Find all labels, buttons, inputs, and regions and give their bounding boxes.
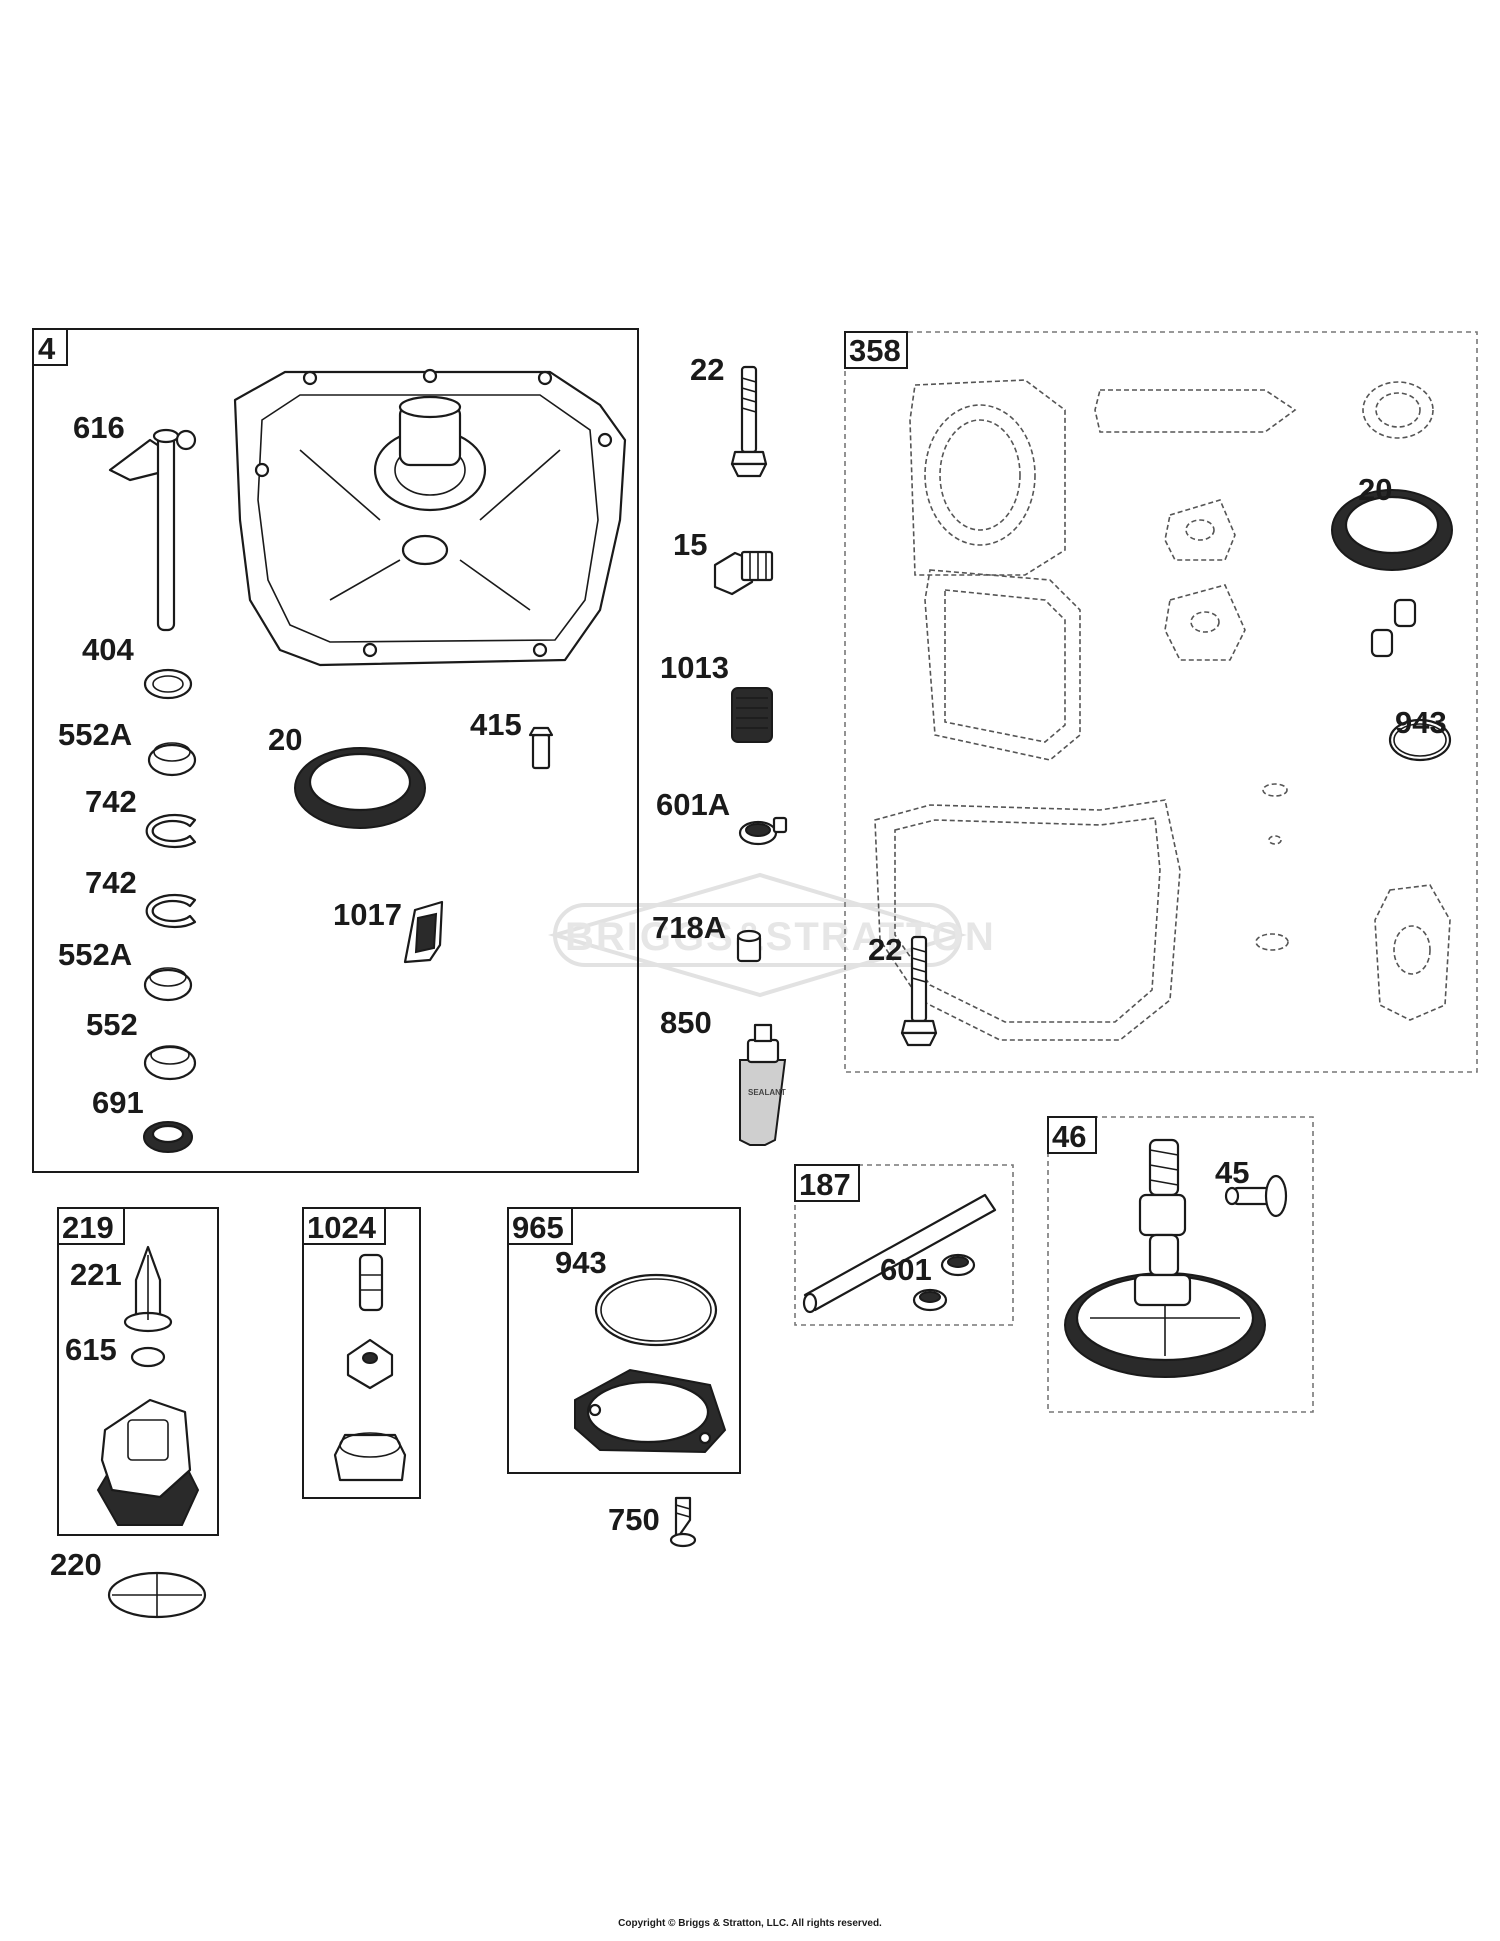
group-1024-tag[interactable] [302, 1207, 386, 1245]
bushing-552a-second-part[interactable] [143, 967, 193, 1002]
group-219-frame [57, 1207, 219, 1536]
clamp-601a-part[interactable] [738, 816, 788, 846]
o-ring-943-part[interactable] [1388, 718, 1452, 762]
group-965-tag[interactable] [507, 1207, 573, 1245]
callout-601[interactable]: 601 [880, 1252, 932, 1287]
callout-691[interactable]: 691 [92, 1085, 144, 1120]
governor-flyweight-220-part[interactable] [107, 1571, 207, 1619]
ring-404-inner [152, 675, 184, 693]
callout-552a-second[interactable]: 552A [58, 937, 132, 972]
group-46-frame [1047, 1116, 1314, 1413]
group-358-label: 358 [849, 333, 901, 368]
governor-gear-part[interactable] [96, 1398, 200, 1526]
callout-552[interactable]: 552 [86, 1007, 138, 1042]
oil-seal-20-part[interactable] [294, 747, 426, 829]
ring-404-part[interactable] [143, 668, 193, 700]
vent-1017-part[interactable] [403, 900, 444, 964]
compression-release-45-part[interactable] [1224, 1174, 1288, 1218]
callout-616[interactable]: 616 [73, 410, 125, 445]
gasket-set-part[interactable] [874, 379, 1451, 1041]
washer-615-part[interactable] [130, 1346, 166, 1368]
group-187-label: 187 [799, 1167, 851, 1202]
callout-1013[interactable]: 1013 [660, 650, 729, 685]
group-4-tag[interactable] [32, 328, 68, 366]
callout-404[interactable]: 404 [82, 632, 134, 667]
watermark-logo: BRIGGS&STRATTON [547, 872, 996, 998]
group-219-tag[interactable] [57, 1207, 125, 1245]
clamp-601-part[interactable] [912, 1253, 976, 1312]
oil-pump-set-part[interactable] [333, 1253, 407, 1482]
camshaft-part[interactable] [1064, 1138, 1266, 1378]
callout-1017[interactable]: 1017 [333, 897, 402, 932]
callout-552a[interactable]: 552A [58, 717, 132, 752]
callout-718a[interactable]: 718A [652, 910, 726, 945]
callout-22[interactable]: 22 [690, 352, 724, 387]
seal-691-part[interactable] [143, 1121, 193, 1153]
sealant-tube-850-part[interactable]: SEALANT [739, 1023, 787, 1146]
callout-20-gasket-set[interactable]: 20 [1358, 472, 1392, 507]
spring-1013-part[interactable] [731, 687, 773, 743]
callout-742-second[interactable]: 742 [85, 865, 137, 900]
group-358-frame [844, 331, 1478, 1073]
group-4-label: 4 [38, 331, 56, 366]
plug-415-part[interactable] [528, 726, 554, 770]
bolt-22-part[interactable] [730, 365, 768, 478]
callout-45[interactable]: 45 [1215, 1155, 1249, 1190]
group-965-frame [507, 1207, 741, 1474]
governor-cup-221-part[interactable] [123, 1245, 173, 1333]
screw-750-part[interactable] [669, 1496, 697, 1548]
group-187-tag[interactable] [794, 1164, 860, 1202]
callout-22-gasket-set[interactable]: 22 [868, 932, 902, 967]
group-219-label: 219 [62, 1210, 114, 1245]
callout-615[interactable]: 615 [65, 1332, 117, 1367]
callout-750[interactable]: 750 [608, 1502, 660, 1537]
group-358-tag[interactable] [844, 331, 908, 369]
group-965-label: 965 [512, 1210, 564, 1245]
e-clip-742-second-part[interactable] [145, 893, 197, 929]
bolt-22-gasket-set-part[interactable] [900, 935, 938, 1047]
sealant-tube-label: SEALANT [748, 1088, 786, 1097]
callout-15[interactable]: 15 [673, 527, 707, 562]
e-clip-742-part[interactable] [145, 813, 197, 849]
callout-415[interactable]: 415 [470, 707, 522, 742]
group-46-tag[interactable] [1047, 1116, 1097, 1154]
group-46-label: 46 [1052, 1119, 1086, 1154]
group-1024-label: 1024 [307, 1210, 377, 1245]
bushing-552-part[interactable] [143, 1045, 197, 1081]
callout-221[interactable]: 221 [70, 1257, 122, 1292]
callout-943-oil-pump[interactable]: 943 [555, 1245, 607, 1280]
group-187-frame [794, 1164, 1014, 1326]
valve-seals-part[interactable] [1370, 598, 1417, 658]
copyright-footer: Copyright © Briggs & Stratton, LLC. All … [618, 1918, 882, 1929]
callout-850[interactable]: 850 [660, 1005, 712, 1040]
bushing-552a-part[interactable] [147, 742, 197, 777]
breather-tube-part[interactable] [802, 1193, 997, 1314]
group-4-frame [32, 328, 639, 1173]
callout-601a[interactable]: 601A [656, 787, 730, 822]
governor-shaft-part[interactable] [108, 428, 197, 632]
crankcase-cover-part[interactable] [233, 368, 627, 667]
oil-pump-cover-part[interactable] [574, 1368, 727, 1454]
callout-20[interactable]: 20 [268, 722, 302, 757]
callout-220[interactable]: 220 [50, 1547, 102, 1582]
callout-742[interactable]: 742 [85, 784, 137, 819]
oil-seal-20-gasket-set-part[interactable] [1331, 489, 1453, 571]
watermark-text: BRIGGS&STRATTON [565, 915, 996, 959]
dowel-718a-part[interactable] [736, 929, 762, 963]
plug-15-part[interactable] [713, 550, 774, 596]
callout-943[interactable]: 943 [1395, 705, 1447, 740]
o-ring-943-oil-pump-part[interactable] [594, 1273, 718, 1347]
